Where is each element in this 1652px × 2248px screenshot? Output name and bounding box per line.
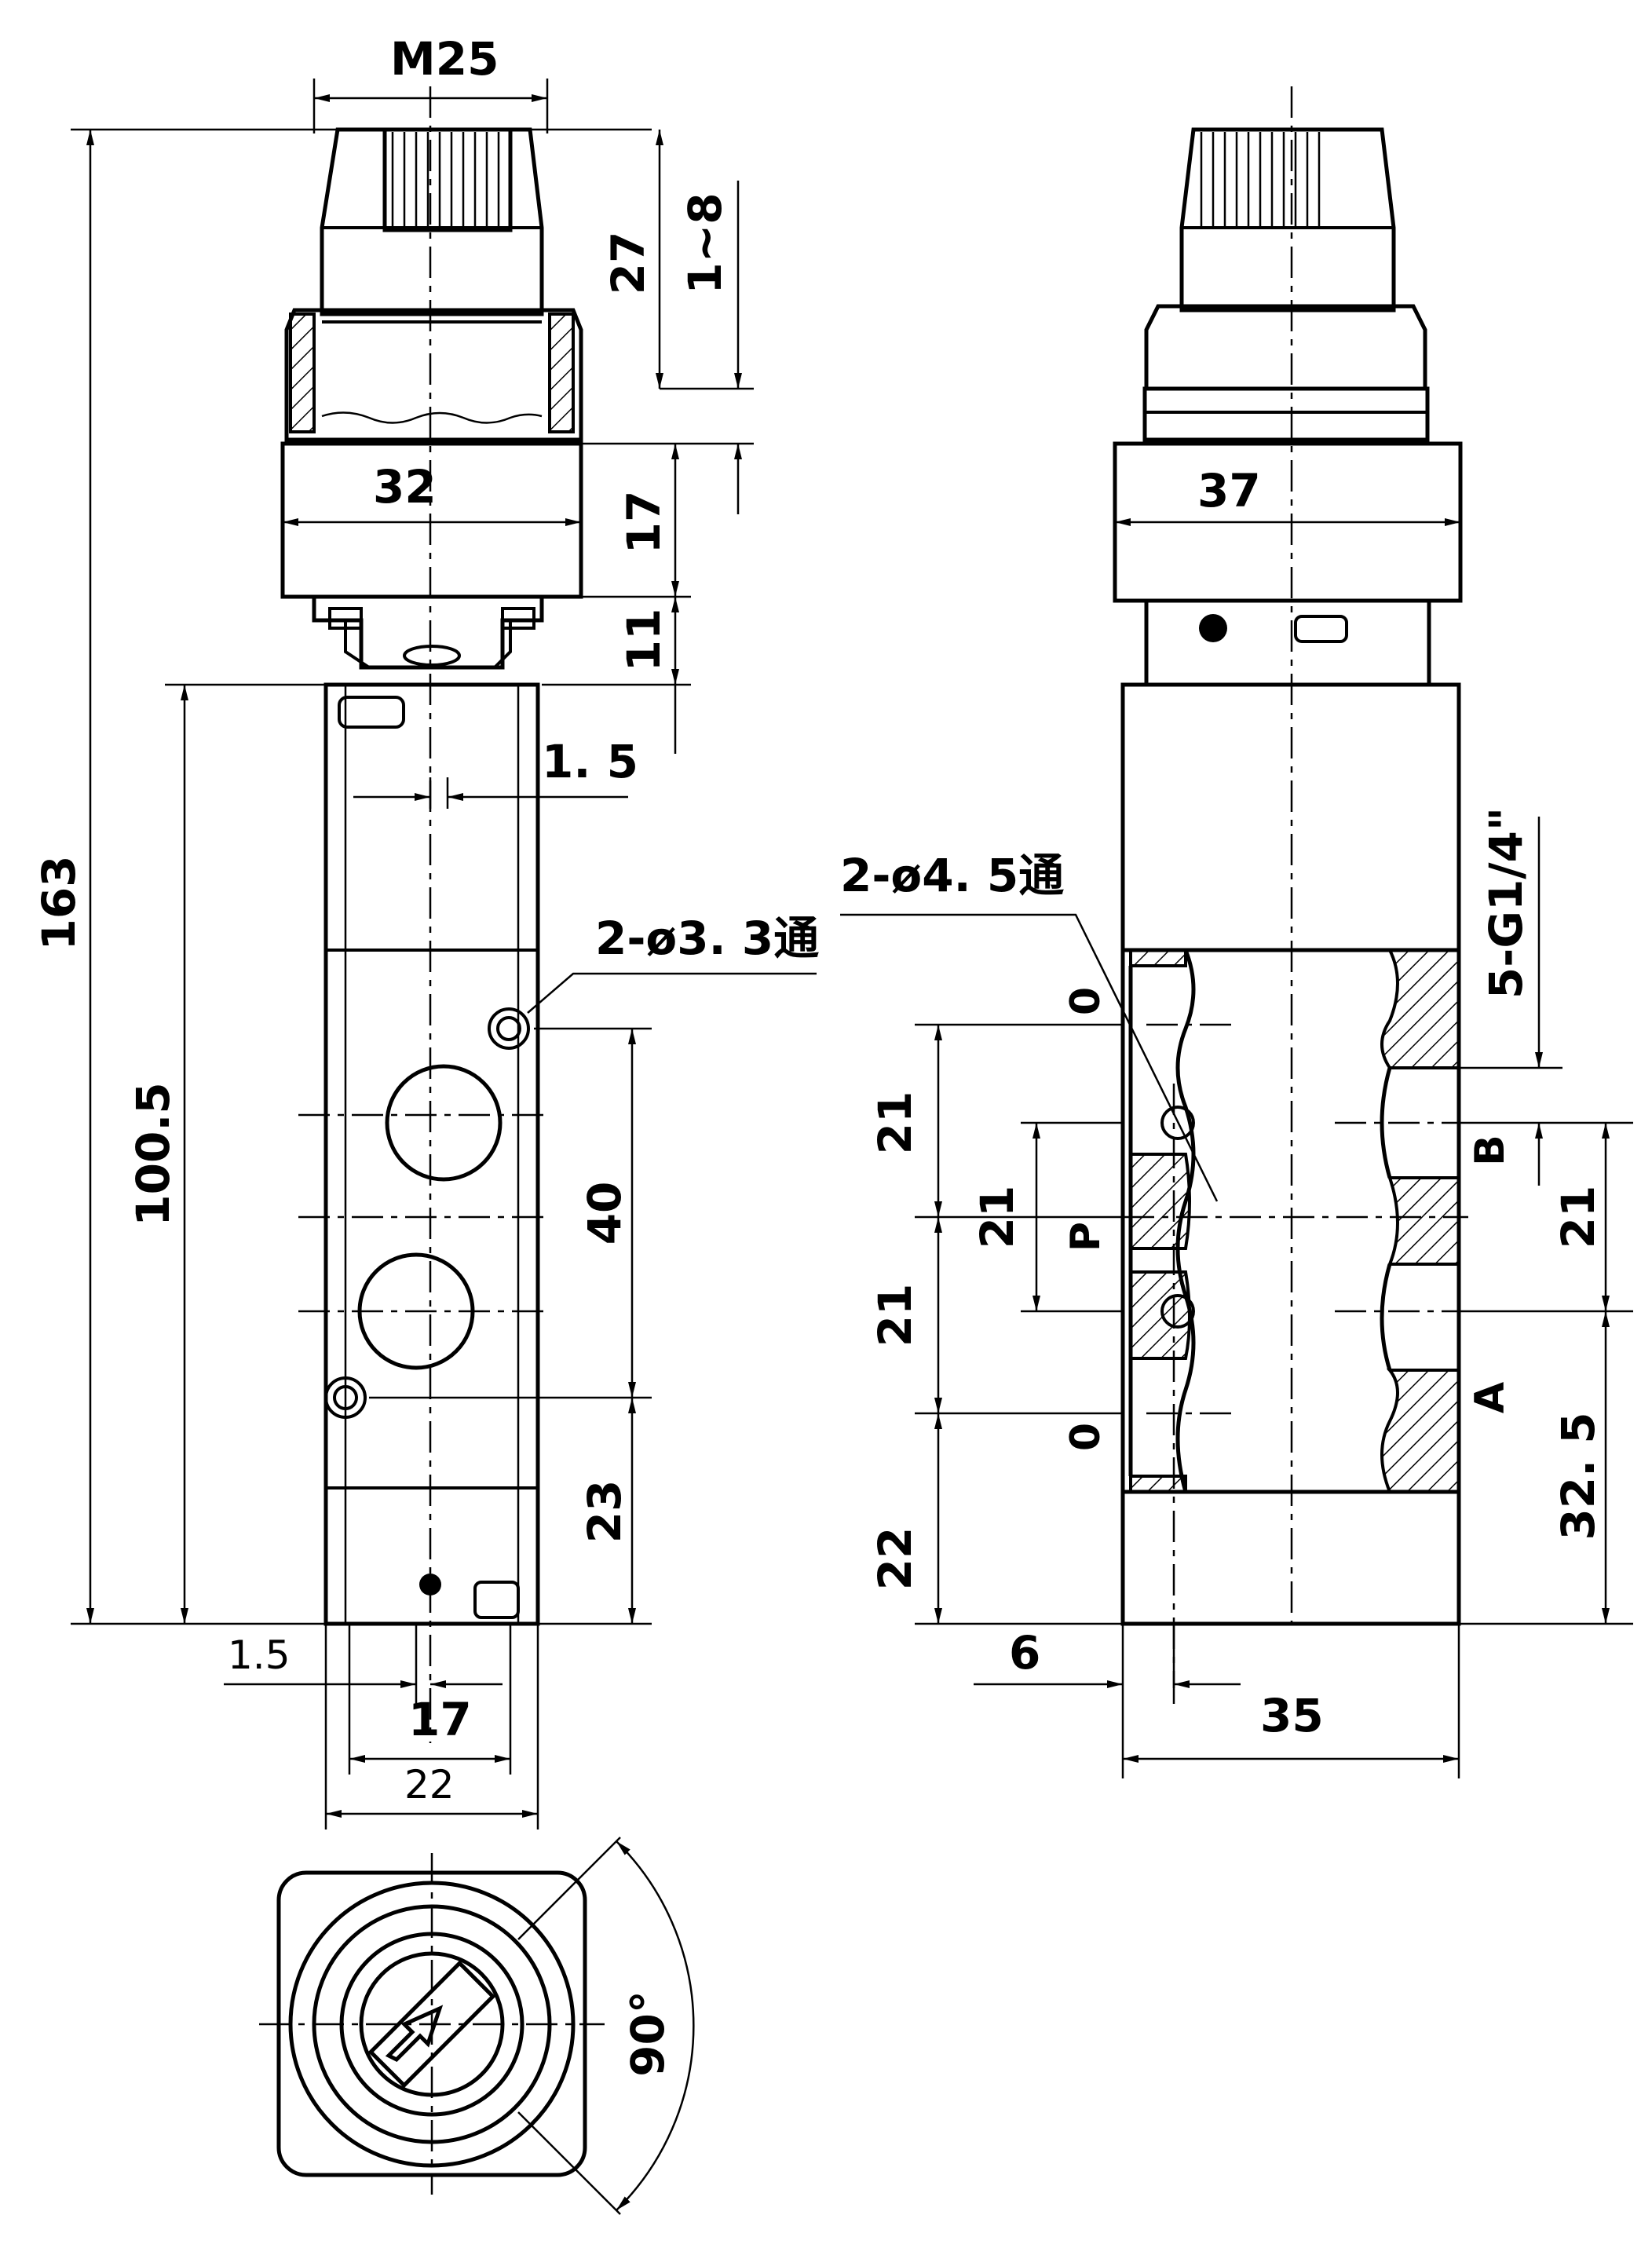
dim-total-height: 163 bbox=[32, 855, 86, 950]
dim-port-pitch-b: 21 bbox=[970, 1186, 1024, 1249]
dim-bottom-port-height: 22 bbox=[868, 1527, 922, 1591]
direction-arrow-icon bbox=[385, 2005, 444, 2063]
dim-bottom-to-hole: 23 bbox=[578, 1480, 631, 1544]
dim-body-width-left: 32 bbox=[373, 460, 437, 514]
dim-port-offset: 6 bbox=[1009, 1626, 1040, 1680]
callout-mount-holes: 2-ø3. 3通 bbox=[595, 912, 819, 965]
dim-offset-bottom: 1.5 bbox=[228, 1632, 291, 1678]
dim-a-port-height: 32. 5 bbox=[1551, 1412, 1605, 1540]
dim-body-width-right: 37 bbox=[1197, 464, 1261, 517]
dim-thread: M25 bbox=[390, 32, 499, 86]
port-label-exhaust-bottom: 0 bbox=[1062, 1423, 1109, 1451]
dim-port-pitch-a: 21 bbox=[868, 1091, 922, 1155]
callout-through-holes: 2-ø4. 5通 bbox=[840, 849, 1064, 902]
dim-knob-height: 27 bbox=[601, 232, 655, 295]
collar-side bbox=[1142, 304, 1430, 442]
dim-nut-height: 17 bbox=[617, 491, 671, 554]
port-label-b: B bbox=[1467, 1135, 1514, 1166]
dim-offset-top: 1. 5 bbox=[542, 735, 638, 788]
front-view bbox=[280, 86, 583, 1743]
callout-port-thread: 5-G1/4" bbox=[1479, 807, 1533, 999]
neck-side bbox=[1144, 598, 1431, 687]
top-view bbox=[259, 1837, 695, 2215]
port-label-exhaust-top: 0 bbox=[1062, 987, 1109, 1015]
side-dimensions bbox=[840, 518, 1633, 1778]
collar-front bbox=[284, 308, 583, 442]
dim-neck-height: 11 bbox=[617, 609, 671, 672]
knob-side bbox=[1179, 127, 1396, 313]
dim-valve-width: 35 bbox=[1260, 1689, 1324, 1742]
dim-base-width: 22 bbox=[404, 1762, 455, 1808]
dim-stroke-range: 1~8 bbox=[678, 192, 732, 294]
dim-port-pitch-d: 21 bbox=[1551, 1186, 1605, 1249]
dim-hole-spacing: 40 bbox=[578, 1182, 631, 1245]
port-label-pressure: P bbox=[1062, 1222, 1109, 1252]
dim-port-pitch-c: 21 bbox=[868, 1284, 922, 1347]
valve-body-front bbox=[323, 682, 540, 1626]
dim-mount-spacing: 17 bbox=[408, 1693, 472, 1746]
dim-rotation-angle: 90° bbox=[621, 1990, 674, 2077]
port-label-a: A bbox=[1467, 1382, 1514, 1413]
side-view bbox=[1113, 86, 1468, 1688]
dim-body-height: 100.5 bbox=[126, 1082, 180, 1226]
neck-front bbox=[312, 597, 544, 670]
knob-front bbox=[320, 127, 544, 316]
front-dimensions bbox=[71, 79, 817, 1829]
